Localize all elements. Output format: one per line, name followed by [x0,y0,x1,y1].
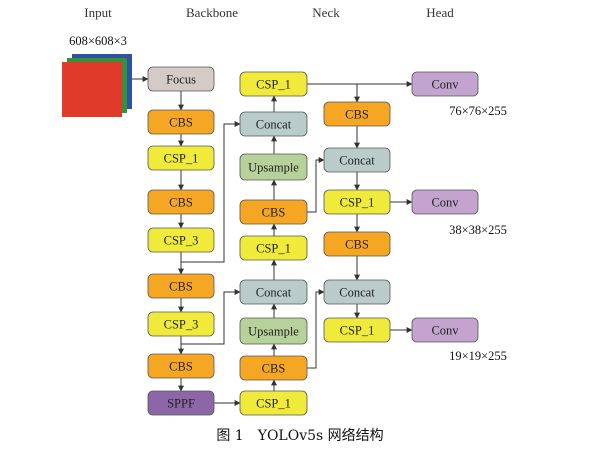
csp3-label: CSP_3 [164,234,199,248]
edge-cbs-neck2-concat1 [307,157,325,213]
cbs-label: CBS [169,280,193,294]
neck-cbs-block-1: CBS [239,199,308,225]
focus-label: Focus [166,73,196,87]
backbone-focus-block: Focus [147,66,215,92]
column-header-head: Head [426,5,454,20]
output-size-38: 38×38×255 [449,223,507,237]
backbone-cbs-block-3: CBS [147,273,215,299]
csp1-label: CSP_1 [164,152,199,166]
upsample-label: Upsample [248,325,299,339]
csp3-label: CSP_3 [164,318,199,332]
concat-label: Concat [339,286,375,300]
backbone-cbs-block-1: CBS [147,109,215,135]
cbs-label: CBS [262,206,286,220]
backbone-csp3-block-2: CSP_3 [147,311,215,337]
concat-label: Concat [256,118,292,132]
concat-label: Concat [339,154,375,168]
neck-concat-block-1: Concat [239,111,308,137]
neck2-cbs-block-2: CBS [323,231,391,257]
neck-upsample-block-1: Upsample [239,153,308,181]
neck-csp1-block-bottom: CSP_1 [239,390,308,416]
cbs-label: CBS [262,362,286,376]
input-size-label: 608×608×3 [69,34,127,48]
edge-csp3a-concat1 [181,121,241,263]
head-conv-block-3: Conv [411,317,479,343]
upsample-label: Upsample [248,161,299,175]
output-size-76: 76×76×255 [449,104,507,118]
conv-label: Conv [431,78,459,92]
edge-csp1-neck2-cbs [307,83,360,103]
concat-label: Concat [256,286,292,300]
edge-cbs-neck2-concat2 [307,289,325,369]
neck2-csp1-block-2: CSP_1 [323,317,391,343]
neck-cbs-block-2: CBS [239,355,308,381]
cbs-label: CBS [169,360,193,374]
neck2-cbs-block-1: CBS [323,101,391,127]
conv-label: Conv [431,196,459,210]
figure-caption: 图 1 YOLOv5s 网络结构 [216,428,383,444]
neck-csp1-block-top: CSP_1 [239,71,308,97]
head-conv-block-2: Conv [411,189,479,215]
csp1-label: CSP_1 [256,397,291,411]
neck2-csp1-block-1: CSP_1 [323,189,391,215]
backbone-sppf-block: SPPF [147,390,215,416]
output-size-19: 19×19×255 [449,349,507,363]
cbs-label: CBS [345,108,369,122]
input-channel-red [62,62,122,117]
neck-concat-block-2: Concat [239,279,308,305]
conv-label: Conv [431,324,459,338]
backbone-csp3-block-1: CSP_3 [147,227,215,253]
neck-upsample-block-2: Upsample [239,317,308,345]
head-conv-block-1: Conv [411,71,479,97]
backbone-cbs-block-2: CBS [147,189,215,215]
edge-csp3b-concat2 [181,289,241,345]
csp1-label: CSP_1 [340,324,375,338]
cbs-label: CBS [345,238,369,252]
neck-csp1-block-mid: CSP_1 [239,235,308,261]
neck2-concat-block-2: Concat [323,279,391,305]
neck2-concat-block-1: Concat [323,147,391,173]
sppf-label: SPPF [167,397,195,411]
cbs-label: CBS [169,116,193,130]
csp1-label: CSP_1 [256,242,291,256]
column-header-input: Input [84,5,112,20]
backbone-csp1-block: CSP_1 [147,145,215,171]
column-header-backbone: Backbone [186,5,238,20]
csp1-label: CSP_1 [256,78,291,92]
column-header-neck: Neck [312,5,340,20]
csp1-label: CSP_1 [340,196,375,210]
cbs-label: CBS [169,196,193,210]
backbone-cbs-block-4: CBS [147,353,215,379]
